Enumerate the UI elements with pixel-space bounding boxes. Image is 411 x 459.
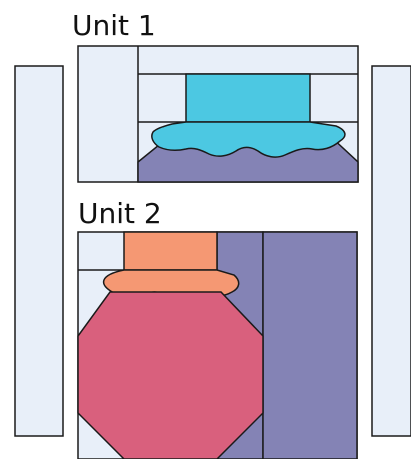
- unit-1-cyan-scalloped-ruffle: [151, 121, 346, 158]
- unit-1-block: [77, 45, 359, 183]
- unit-2-right-purple-column: [262, 231, 358, 459]
- right-side-panel: [371, 65, 411, 437]
- unit-2-label: Unit 2: [78, 197, 162, 230]
- unit-2-block: [77, 231, 358, 459]
- unit-2-pink-octagon: [77, 291, 264, 459]
- unit-1-label: Unit 1: [72, 9, 156, 42]
- left-side-panel: [14, 65, 64, 437]
- unit-2-salmon-rect: [123, 231, 218, 271]
- unit-1-cyan-rect: [185, 73, 311, 123]
